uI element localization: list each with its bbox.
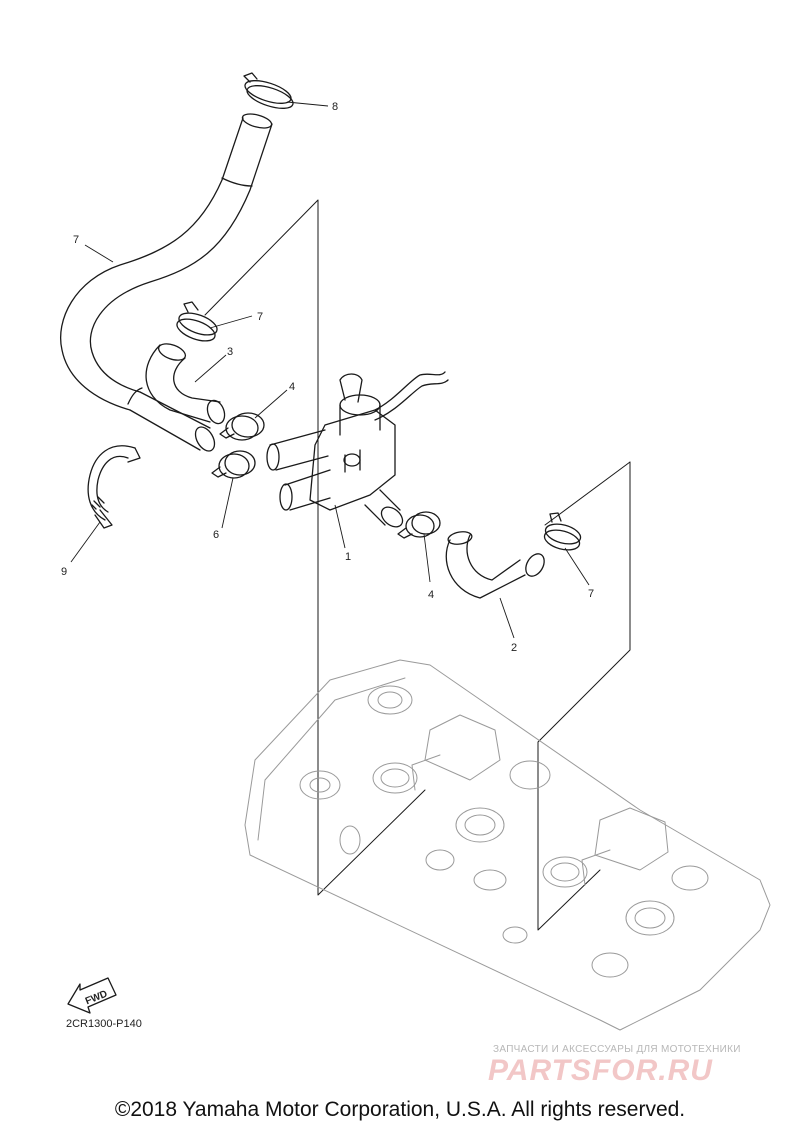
callout-label: 2 bbox=[511, 642, 517, 654]
leader-5 bbox=[84, 244, 114, 263]
leader-8 bbox=[286, 101, 329, 107]
leader-9 bbox=[70, 521, 101, 563]
hose-5 bbox=[60, 113, 273, 452]
leader-7-right bbox=[564, 547, 590, 586]
callout-label: 4 bbox=[289, 381, 295, 393]
fwd-arrow-icon: FWD bbox=[67, 977, 117, 1014]
callout-label: 7 bbox=[73, 234, 79, 246]
air-cut-valve-1 bbox=[266, 371, 449, 528]
guide-lines bbox=[204, 199, 631, 931]
leader-2 bbox=[499, 597, 515, 639]
callout-label: 4 bbox=[428, 589, 434, 601]
callout-label: 6 bbox=[213, 529, 219, 541]
hose-3 bbox=[145, 343, 226, 425]
clamp-band-9 bbox=[87, 445, 141, 529]
clamp-7-left bbox=[176, 301, 218, 342]
leader-6 bbox=[221, 477, 234, 529]
watermark-logo: PARTSFOR.RU bbox=[488, 1054, 713, 1087]
hose-2 bbox=[445, 531, 545, 599]
cylinder-head-cover bbox=[244, 659, 771, 1031]
clamp-8 bbox=[243, 72, 294, 109]
callout-label: 9 bbox=[61, 566, 67, 578]
leader-4-right bbox=[423, 533, 431, 583]
leader-4-left bbox=[254, 389, 288, 419]
clamp-7-right bbox=[543, 512, 582, 551]
callout-label: 8 bbox=[332, 101, 338, 113]
callout-label: 3 bbox=[227, 346, 233, 358]
part-code: 2CR1300-P140 bbox=[66, 1018, 142, 1030]
leader-1 bbox=[334, 504, 346, 549]
leader-7-left bbox=[209, 315, 253, 329]
copyright-notice: ©2018 Yamaha Motor Corporation, U.S.A. A… bbox=[114, 1098, 686, 1121]
clamp-4-right bbox=[397, 511, 441, 539]
leader-3 bbox=[194, 354, 227, 383]
clamp-4-left bbox=[219, 412, 265, 441]
callout-label: 1 bbox=[345, 551, 351, 563]
clamp-6 bbox=[211, 450, 256, 479]
callout-label: 7 bbox=[588, 588, 594, 600]
watermark-tagline: ЗАПЧАСТИ И АКСЕССУАРЫ ДЛЯ МОТОТЕХНИКИ bbox=[493, 1044, 741, 1055]
callout-label: 7 bbox=[257, 311, 263, 323]
